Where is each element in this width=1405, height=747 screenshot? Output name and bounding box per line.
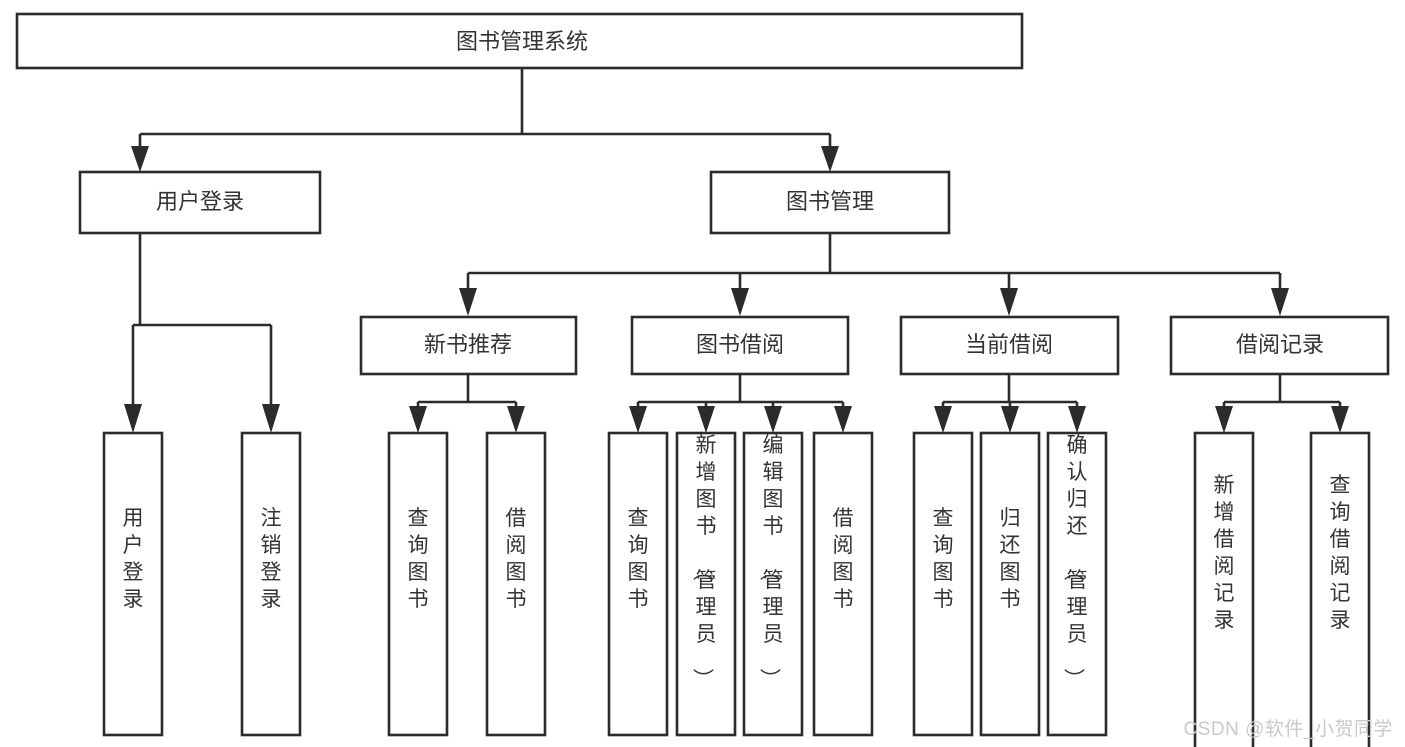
leaf-node[interactable]: 借阅图书 (812, 431, 874, 737)
arrowhead-user-login (131, 146, 149, 172)
arrowhead-br-c2 (1331, 406, 1349, 433)
node-book-borrow-rect[interactable] (630, 315, 850, 376)
leaf-logout-rect[interactable] (240, 431, 302, 737)
leaf-node[interactable]: 新增图书（管理员） (675, 431, 737, 737)
arrowhead-bb-c1 (629, 406, 647, 433)
leaf-node[interactable]: 借阅图书 (485, 431, 547, 737)
leaf-user-login-rect[interactable] (102, 431, 164, 737)
arrowhead-nb-c1 (409, 406, 427, 433)
arrowhead-current-borrow (1000, 288, 1018, 316)
node-user-login-rect[interactable] (78, 170, 322, 235)
node-user-login[interactable]: 用户登录 (78, 170, 322, 235)
node-new-book-recommend[interactable]: 新书推荐 (359, 315, 578, 376)
leaf-cb-confirm-return-rect[interactable] (1046, 431, 1108, 737)
arrowhead-cb-c2 (1001, 406, 1019, 433)
connector-group-book-borrow (629, 374, 852, 433)
leaf-node[interactable]: 查询借阅记录 (1309, 431, 1371, 747)
leaf-br-query-record-rect[interactable] (1309, 431, 1371, 747)
arrowhead-ul-child1 (124, 404, 142, 433)
node-current-borrow[interactable]: 当前借阅 (899, 315, 1120, 376)
arrowhead-new-book (459, 288, 477, 316)
leaf-br-add-record-label: 新增借阅记录 (1214, 474, 1235, 632)
leaf-nb-query-book-label: 查询图书 (408, 507, 429, 611)
arrowhead-book-mgmt (821, 146, 839, 172)
node-root[interactable]: 图书管理系统 (15, 12, 1024, 70)
arrowhead-cb-c3 (1068, 406, 1086, 433)
node-new-book-recommend-label: 新书推荐 (424, 332, 512, 357)
leaf-node[interactable]: 编辑图书（管理员） (742, 431, 804, 737)
node-borrow-record-label: 借阅记录 (1236, 332, 1324, 357)
node-borrow-record[interactable]: 借阅记录 (1169, 315, 1390, 376)
leaf-cb-query-book-rect[interactable] (912, 431, 974, 737)
leaf-br-query-record-label: 查询借阅记录 (1330, 474, 1351, 632)
arrowhead-br-c1 (1215, 406, 1233, 433)
connector-group-current-borrow (934, 374, 1086, 433)
leaf-bb-edit-book-rect[interactable] (742, 431, 804, 737)
leaf-cb-return-book-label: 归还图书 (1000, 507, 1021, 611)
arrowhead-book-borrow (731, 288, 749, 316)
arrowhead-cb-c1 (934, 406, 952, 433)
node-book-management-rect[interactable] (709, 170, 951, 235)
leaf-node[interactable]: 用户登录 (102, 431, 164, 737)
leaf-bb-add-book-rect[interactable] (675, 431, 737, 737)
leaf-bb-add-book-label: 新增图书（管理员） (691, 434, 717, 689)
leaf-node[interactable]: 归还图书 (979, 431, 1041, 737)
node-new-book-recommend-rect[interactable] (359, 315, 578, 376)
leaf-nb-query-book-rect[interactable] (387, 431, 449, 737)
arrowhead-nb-c2 (507, 406, 525, 433)
leaf-bb-borrow-book-label: 借阅图书 (833, 507, 854, 611)
leaf-node[interactable]: 新增借阅记录 (1193, 431, 1255, 747)
leaf-node[interactable]: 确认归还（管理员） (1046, 431, 1108, 737)
leaf-nb-borrow-book-label: 借阅图书 (506, 507, 527, 611)
arrowhead-bb-c4 (834, 406, 852, 433)
leaf-node[interactable]: 查询图书 (607, 431, 669, 737)
node-current-borrow-rect[interactable] (899, 315, 1120, 376)
node-book-management[interactable]: 图书管理 (709, 170, 951, 235)
node-root-label: 图书管理系统 (456, 29, 588, 54)
arrowhead-borrow-record (1271, 288, 1289, 316)
leaf-br-add-record-rect[interactable] (1193, 431, 1255, 747)
arrowhead-bb-c3 (764, 406, 782, 433)
node-book-borrow[interactable]: 图书借阅 (630, 315, 850, 376)
leaf-bb-edit-book-label: 编辑图书（管理员） (758, 434, 784, 689)
leaf-node[interactable]: 查询图书 (912, 431, 974, 737)
node-book-management-label: 图书管理 (786, 189, 874, 214)
arrowhead-ul-child2 (262, 404, 280, 433)
leaf-logout-label: 注销登录 (261, 507, 282, 611)
leaf-node[interactable]: 注销登录 (240, 431, 302, 737)
leaf-nb-borrow-book-rect[interactable] (485, 431, 547, 737)
connector-group-book-mgmt (459, 233, 1289, 316)
connector-group-borrow-record (1215, 374, 1349, 433)
leaf-cb-confirm-return-label: 确认归还（管理员） (1062, 434, 1088, 689)
node-root-rect[interactable] (15, 12, 1024, 70)
connector-group-root (131, 68, 839, 172)
node-user-login-label: 用户登录 (156, 189, 244, 214)
leaf-node[interactable]: 查询图书 (387, 431, 449, 737)
leaf-cb-query-book-label: 查询图书 (933, 507, 954, 611)
leaf-bb-query-book-label: 查询图书 (628, 507, 649, 611)
leaf-bb-query-book-rect[interactable] (607, 431, 669, 737)
leaf-cb-return-book-rect[interactable] (979, 431, 1041, 737)
arrowhead-bb-c2 (697, 406, 715, 433)
leaf-user-login-label: 用户登录 (123, 507, 144, 611)
connector-group-user-login (124, 233, 280, 433)
node-current-borrow-label: 当前借阅 (965, 332, 1053, 357)
node-borrow-record-rect[interactable] (1169, 315, 1390, 376)
leaf-bb-borrow-book-rect[interactable] (812, 431, 874, 737)
node-book-borrow-label: 图书借阅 (696, 332, 784, 357)
connector-group-new-book (409, 374, 525, 433)
